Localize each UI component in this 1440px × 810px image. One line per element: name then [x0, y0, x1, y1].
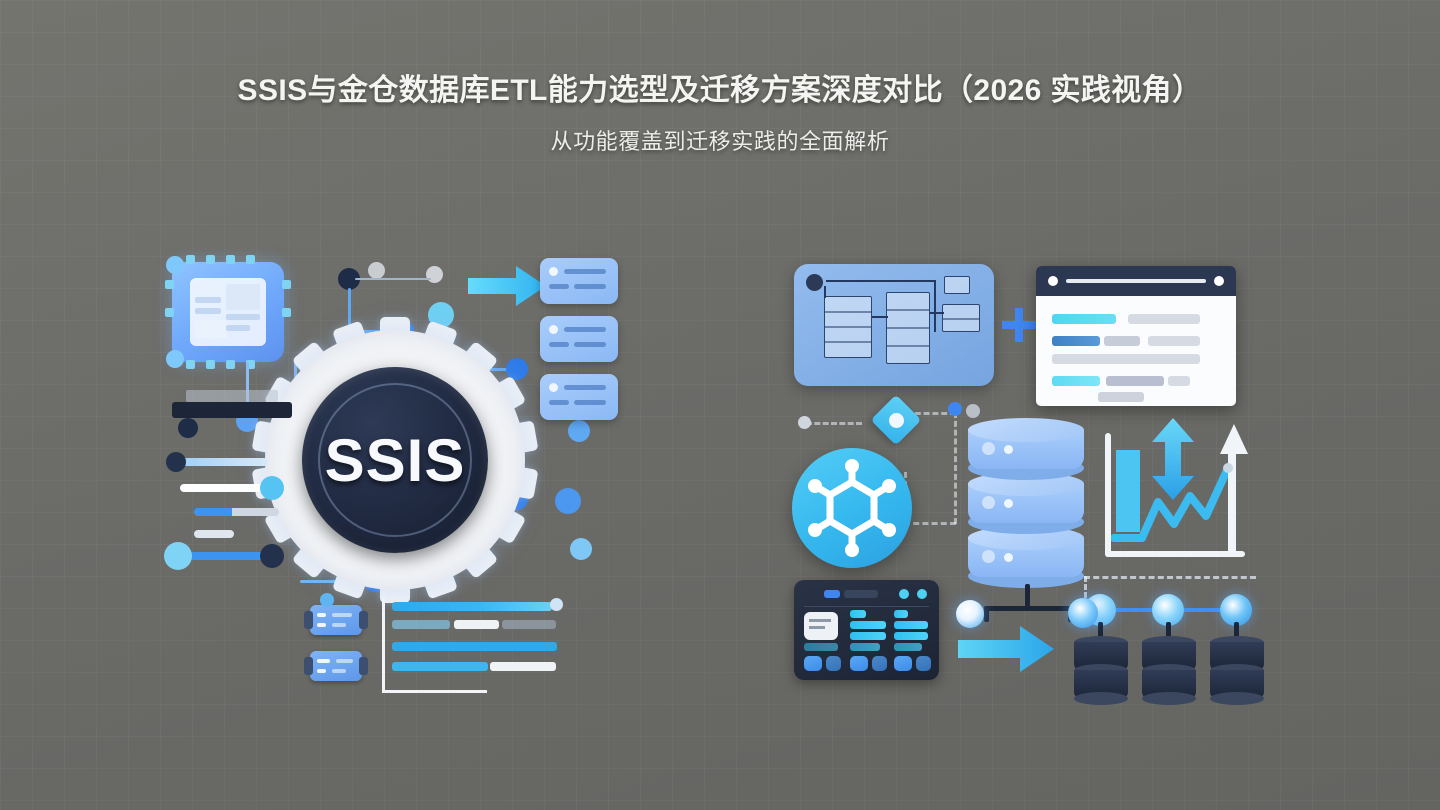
cyan-right-arrow: [468, 266, 546, 311]
dark-dashboard-panel: [794, 580, 939, 680]
slide-header: SSIS与金仓数据库ETL能力选型及迁移方案深度对比（2026 实践视角） 从功…: [0, 0, 1440, 156]
illustration-left: SSIS: [150, 250, 650, 700]
hexagon-node-icon: [792, 448, 912, 568]
plus-connector: [1002, 308, 1036, 347]
cpu-chip-icon: [165, 255, 291, 369]
bidirectional-arrow: [1152, 418, 1194, 505]
schema-diagram-panel: [794, 264, 994, 386]
platform-plate: [186, 390, 278, 402]
platform-bar: [172, 402, 292, 418]
barrel-storage-cluster: [1074, 570, 1264, 705]
main-gear-ssis: SSIS: [265, 317, 525, 603]
growth-line-chart: [1098, 420, 1258, 580]
slider-controls: [160, 450, 320, 570]
migration-arrow: [958, 626, 1054, 677]
illustration-right: [780, 250, 1270, 705]
page-subtitle: 从功能覆盖到迁移实践的全面解析: [550, 128, 890, 154]
server-card-stack: [540, 258, 618, 420]
diamond-connector: [870, 394, 922, 446]
browser-window-mockup: [1036, 266, 1236, 406]
gear-label-ssis: SSIS: [324, 426, 466, 494]
page-title: SSIS与金仓数据库ETL能力选型及迁移方案深度对比（2026 实践视角）: [237, 74, 1203, 107]
database-cylinder-stack: [968, 416, 1088, 622]
gantt-chart: [382, 598, 563, 693]
